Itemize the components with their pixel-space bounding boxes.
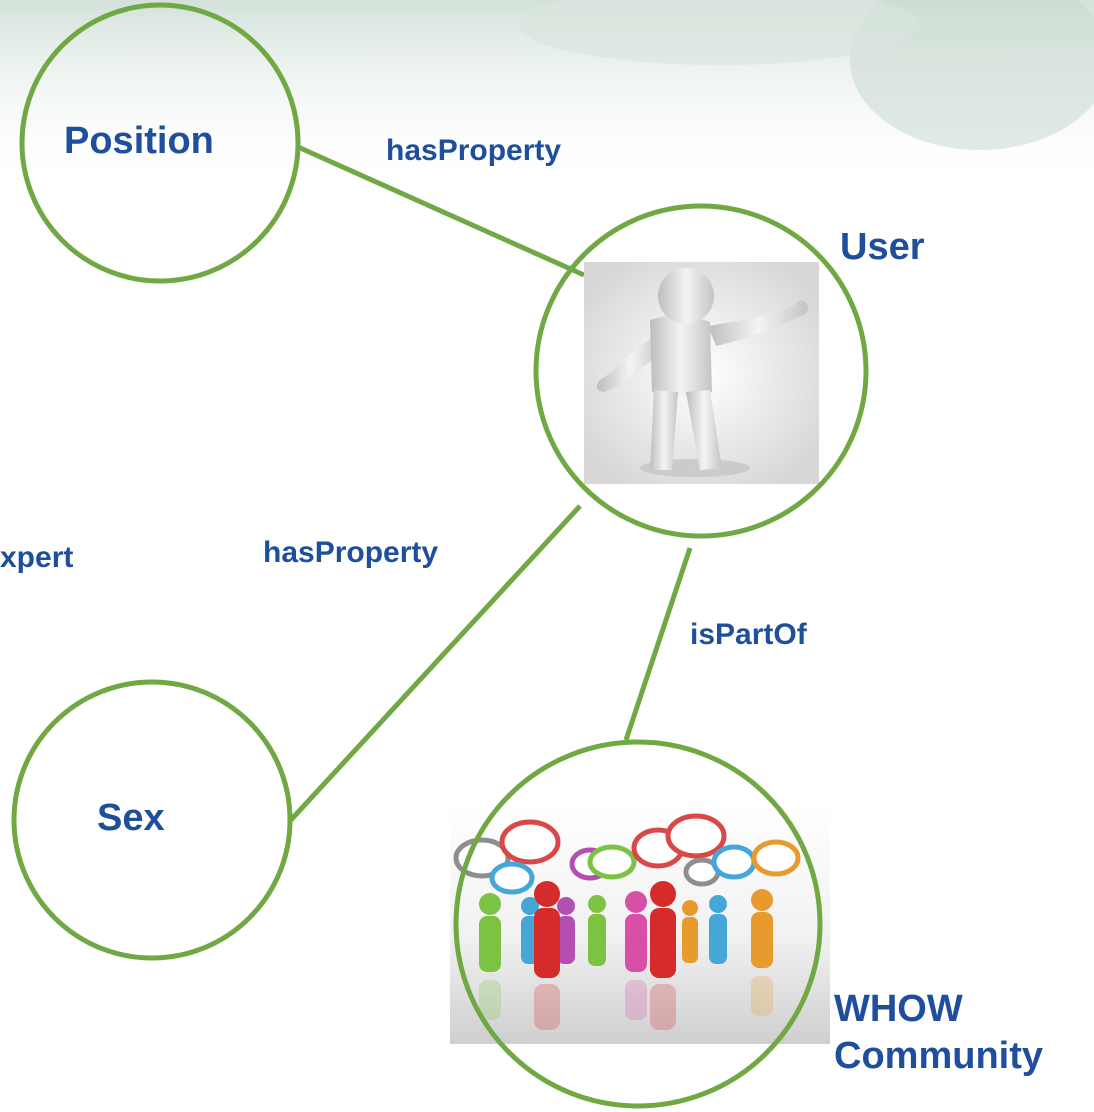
- edge-label-position-user: hasProperty: [386, 134, 562, 167]
- sex-node-label: Sex: [97, 797, 165, 839]
- edge-position-user: [296, 144, 586, 278]
- user-node[interactable]: [533, 203, 869, 539]
- community-node[interactable]: [453, 739, 823, 1109]
- expert-node-label: xpert: [0, 541, 74, 574]
- community-node-label-line2: Community: [834, 1035, 1043, 1077]
- sex-node[interactable]: [11, 679, 293, 961]
- edge-user-community: [623, 547, 693, 741]
- user-figure-image: [584, 262, 819, 484]
- position-node[interactable]: [19, 2, 301, 284]
- edge-sex-user: [287, 504, 582, 824]
- edge-label-sex-user: hasProperty: [263, 536, 439, 569]
- community-crowd-image: [450, 806, 830, 1044]
- position-node-label: Position: [64, 120, 214, 162]
- user-node-label: User: [840, 226, 925, 268]
- community-node-label-line1: WHOW: [834, 988, 963, 1030]
- edge-label-user-community: isPartOf: [690, 618, 807, 651]
